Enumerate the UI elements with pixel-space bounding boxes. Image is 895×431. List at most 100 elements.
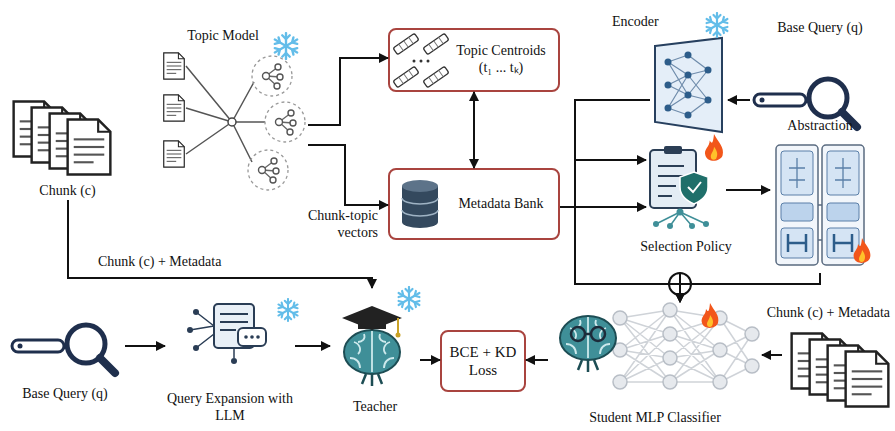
vector-icons: [429, 70, 443, 83]
connector-arrow: [728, 99, 750, 101]
student-network-icon: [613, 311, 627, 325]
policy-icon: [650, 134, 723, 229]
document-stack: Chunk (c) + Metadata: [782, 305, 890, 420]
node-label: Topic Model: [158, 28, 288, 45]
llm-icon: [244, 335, 260, 339]
llm-icon: [187, 299, 299, 364]
student-network-icon: [560, 316, 616, 372]
teacher-icon: [342, 287, 421, 386]
vector-icons: [393, 66, 419, 87]
topic-model-icon: [273, 33, 299, 59]
llm-icon: [190, 312, 214, 348]
student-network-icon: [745, 327, 759, 341]
policy-icon: [703, 221, 709, 227]
policy-icon: [664, 146, 682, 154]
student-network-icon: [613, 375, 627, 389]
document-stack: Chunk (c): [5, 95, 130, 200]
topic-model-icon: [263, 64, 284, 89]
abstraction-icon: [854, 238, 871, 263]
encoder-icon: [655, 38, 722, 132]
connector-arrow: [308, 58, 388, 125]
abstraction-icon: [818, 205, 822, 240]
topic-model-icon: [228, 118, 236, 126]
node-label: Topic Centroids (t₁ ... tₖ): [450, 30, 552, 90]
sum-symbol: [669, 283, 691, 285]
connector-arrow: [762, 354, 782, 356]
document-stack-icon: [14, 102, 111, 175]
database-icon: [402, 198, 438, 216]
vector-icons: [423, 66, 449, 87]
database-icon: [402, 186, 438, 228]
student-network-icon: [613, 303, 759, 389]
policy-icon: [705, 134, 723, 161]
vector-icons: [399, 37, 413, 50]
vector-icons: [423, 66, 449, 87]
policy-icon: [677, 209, 684, 216]
edge-label: Chunk (c) + Metadata: [98, 254, 268, 271]
vector-icons: [393, 33, 419, 54]
teacher-icon: [397, 318, 399, 334]
abstraction-icon: [789, 158, 851, 188]
process-box: Topic Centroids (t₁ ... tₖ): [388, 28, 560, 92]
vector-icons: [393, 33, 449, 87]
vector-icons: [399, 70, 413, 83]
vector-icons: [393, 66, 419, 87]
policy-icon: [653, 209, 709, 230]
encoder-icon: [685, 52, 692, 59]
query-icon: Base Query (q): [5, 318, 125, 403]
abstraction-icon: [788, 234, 852, 252]
encoder-icon: [668, 55, 708, 115]
database-box: Metadata Bank: [388, 168, 560, 240]
document-stack-icon: [792, 334, 889, 407]
node-label: Base Query (q): [5, 386, 125, 403]
topic-model-icon: [248, 150, 288, 190]
database-icon: [402, 180, 438, 192]
vector-icons: [420, 60, 423, 63]
policy-icon: [689, 223, 695, 229]
encoder-icon: [685, 112, 692, 119]
teacher-icon: [397, 287, 421, 311]
student-network-icon: [585, 333, 591, 336]
student-network-icon: [620, 310, 752, 382]
sum-symbol: [669, 273, 691, 295]
node-label: Chunk (c): [5, 183, 130, 200]
loss-box: BCE + KD Loss: [440, 330, 526, 392]
connector-arrow: [575, 100, 650, 160]
sum-symbol: [669, 273, 691, 295]
topic-model: Topic Model: [158, 28, 308, 198]
student-network-icon: [713, 343, 727, 357]
node-label: Teacher: [330, 399, 420, 416]
policy-icon: [653, 221, 659, 227]
student-network-icon: [702, 303, 719, 328]
node-label: Base Query (q): [750, 20, 890, 37]
connector-arrow: [680, 273, 820, 302]
topic-model-icon: [259, 158, 280, 183]
connector-arrow: [473, 92, 475, 168]
topic-model-icon: [252, 56, 292, 96]
topic-model-icon: [276, 110, 297, 135]
encoder-icon: [665, 105, 672, 112]
encoder-icon: [685, 72, 692, 79]
encoder: Encoder: [650, 38, 728, 132]
encoder-icon: [665, 52, 712, 119]
encoder-icon: [665, 59, 672, 66]
policy-icon: [688, 182, 701, 192]
connector-arrow: [560, 207, 680, 302]
topic-model-icon: [164, 141, 185, 167]
edge-label: Chunk-topic vectors: [290, 208, 378, 242]
student-network-icon: [663, 375, 677, 389]
query-icon: Base Query (q): [750, 20, 890, 120]
student-network-icon: [571, 327, 585, 341]
node-label: Abstraction: [770, 118, 870, 135]
llm-icon: Query Expansion with LLM: [165, 290, 295, 425]
topic-model-icon: [164, 53, 185, 79]
topic-model-icon: [186, 66, 265, 162]
selection-policy: Selection Policy: [646, 138, 726, 256]
vector-icons: [427, 60, 430, 63]
vector-icons: [423, 33, 449, 54]
encoder-icon: [705, 13, 729, 37]
encoder-icon: [685, 92, 692, 99]
